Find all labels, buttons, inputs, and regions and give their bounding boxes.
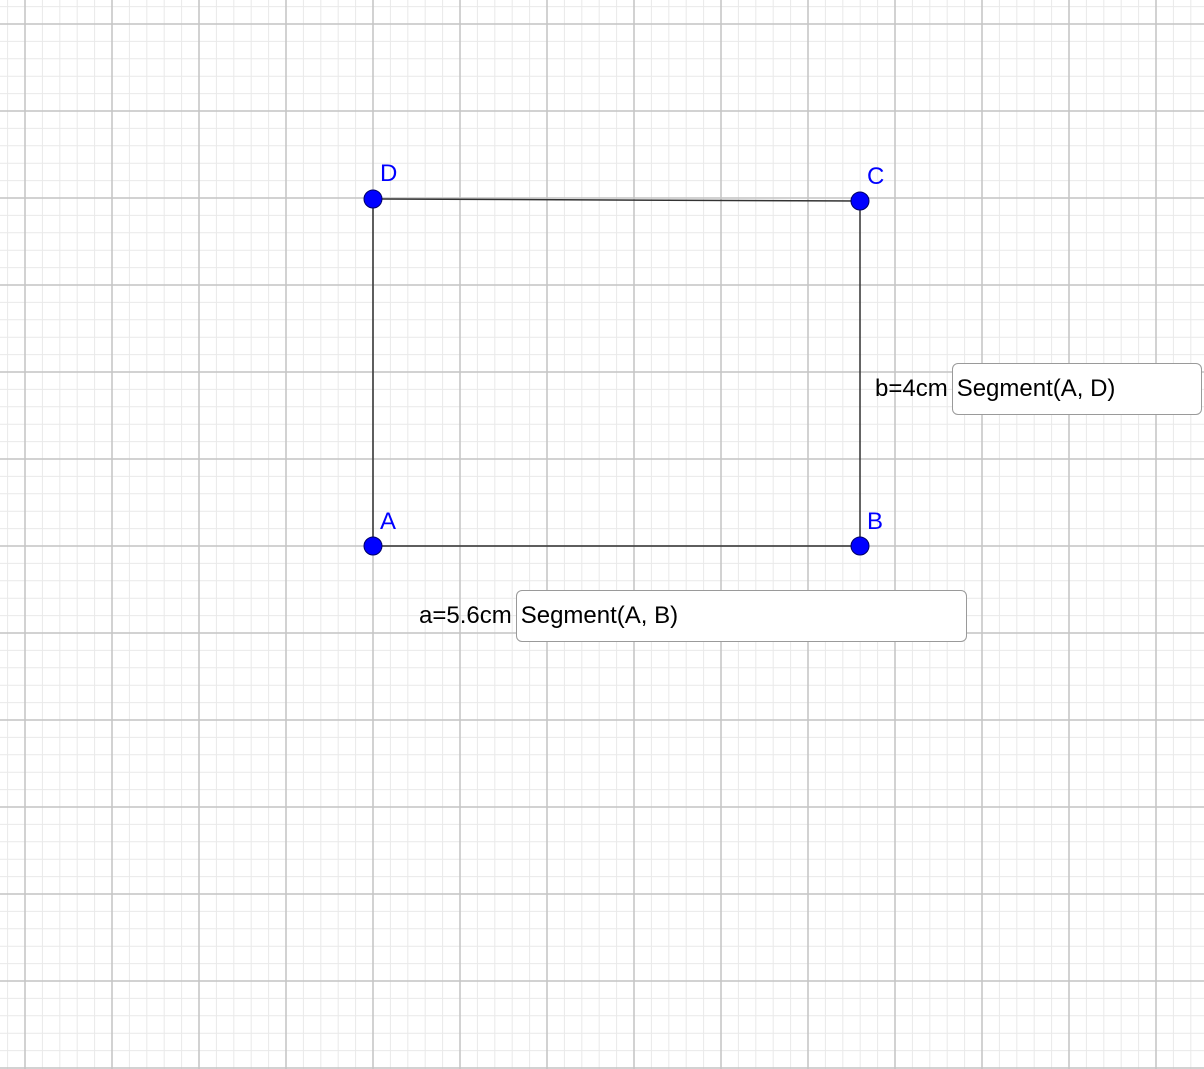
segment-cd[interactable] xyxy=(372,198,861,202)
input-box-a-caption: a=5.6cm xyxy=(419,602,512,629)
point-label-c: C xyxy=(867,163,884,190)
input-box-b-field[interactable] xyxy=(951,363,1202,415)
point-label-b: B xyxy=(867,508,883,535)
input-box-b: b=4cm xyxy=(875,363,1202,415)
segments xyxy=(372,198,861,547)
point-b[interactable] xyxy=(850,536,870,556)
point-c[interactable] xyxy=(850,191,870,211)
points xyxy=(363,189,870,556)
point-label-d: D xyxy=(380,160,397,187)
input-box-a-field[interactable] xyxy=(515,590,967,642)
input-box-a: a=5.6cm xyxy=(419,590,967,642)
input-box-b-caption: b=4cm xyxy=(875,375,948,402)
point-a[interactable] xyxy=(363,536,383,556)
point-labels: A B C D xyxy=(380,160,884,535)
point-d[interactable] xyxy=(363,189,383,209)
point-label-a: A xyxy=(380,508,396,535)
